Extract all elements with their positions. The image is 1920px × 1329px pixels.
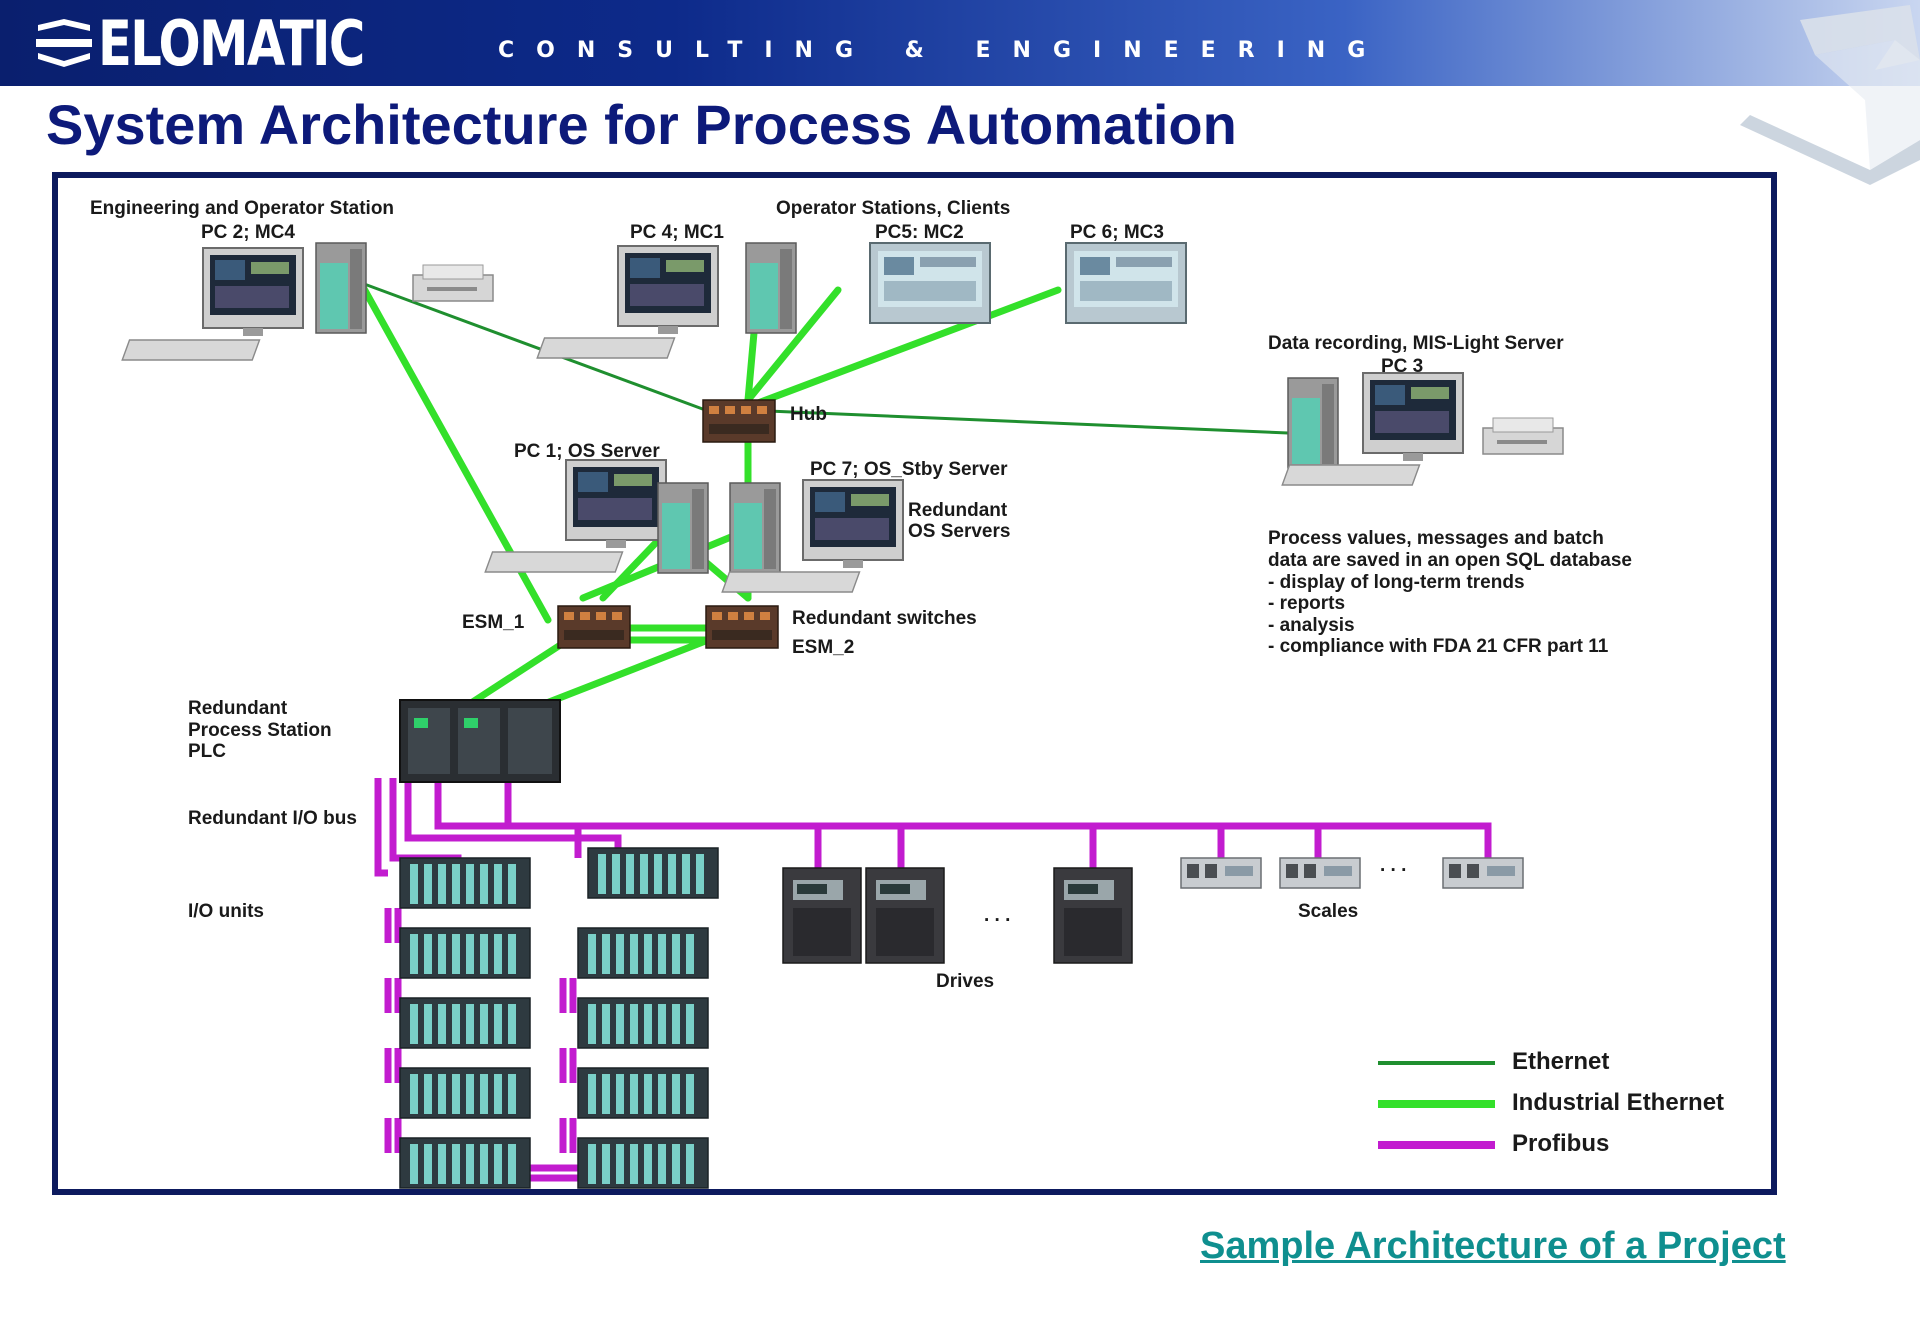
label-eng-station: Engineering and Operator Station (90, 198, 395, 219)
pc1-monitor (484, 459, 667, 573)
logo-text: ELOMATIC (98, 6, 365, 80)
pc2-monitor (121, 247, 304, 361)
label-scales: Scales (1298, 901, 1359, 922)
page-title: System Architecture for Process Automati… (46, 93, 1237, 156)
label-io-bus: Redundant I/O bus (188, 808, 357, 829)
pc1-tower (657, 482, 709, 574)
note-line: - reports (1268, 593, 1346, 614)
legend-label-profibus: Profibus (1512, 1130, 1610, 1157)
io-unit-left-2 (399, 927, 531, 979)
note-line: - compliance with FDA 21 CFR part 11 (1268, 636, 1609, 657)
note-line: - analysis (1268, 615, 1355, 636)
company-logo: ELOMATIC (30, 6, 430, 80)
label-ellipsis-drives: . . . (984, 905, 1011, 926)
label-pc1: PC 1; OS Server (514, 441, 660, 462)
io-unit-right-2 (577, 997, 709, 1049)
pc4-monitor (536, 245, 719, 359)
pc2-tower (315, 242, 367, 334)
label-ellipsis-scales: . . . (1380, 855, 1407, 876)
pc5-panel (869, 242, 991, 324)
ethernet-links (347, 276, 1289, 435)
io-unit-left-5 (399, 1137, 531, 1189)
label-io-units: I/O units (188, 901, 264, 922)
scale-1 (1180, 857, 1262, 889)
hub-switch (702, 399, 776, 443)
tagline: CONSULTING & ENGINEERING (498, 38, 1388, 63)
drive-3 (1053, 867, 1133, 964)
label-esm1: ESM_1 (462, 612, 525, 633)
label-plc-3: PLC (188, 741, 226, 762)
io-unit-top-right (587, 847, 719, 899)
note-line: Process values, messages and batch (1268, 528, 1604, 549)
io-unit-left-1 (399, 857, 531, 909)
header-banner: ELOMATIC CONSULTING & ENGINEERING (0, 0, 1920, 86)
pc4-tower (745, 242, 797, 334)
label-esm2: ESM_2 (792, 637, 855, 658)
scale-3 (1442, 857, 1524, 889)
sample-architecture-link[interactable]: Sample Architecture of a Project (1200, 1225, 1786, 1267)
io-unit-right-3 (577, 1067, 709, 1119)
label-redundant-switches: Redundant switches (792, 608, 977, 629)
esm1-switch (557, 605, 631, 649)
legend-label-industrial-ethernet: Industrial Ethernet (1512, 1089, 1725, 1116)
label-pc4: PC 4; MC1 (630, 222, 724, 243)
pc7-tower (729, 482, 781, 574)
io-unit-right-4 (577, 1137, 709, 1189)
network-diagram-svg (121, 242, 1564, 1189)
label-plc-2: Process Station (188, 720, 332, 741)
pc6-panel (1065, 242, 1187, 324)
label-pc2: PC 2; MC4 (201, 222, 295, 243)
label-pc3: PC 3 (1381, 356, 1424, 377)
label-pc7: PC 7; OS_Stby Server (810, 459, 1008, 480)
drive-1 (782, 867, 862, 964)
io-unit-left-4 (399, 1067, 531, 1119)
scale-2 (1279, 857, 1361, 889)
esm2-switch (705, 605, 779, 649)
label-pc6: PC 6; MC3 (1070, 222, 1164, 243)
io-unit-right-1 (577, 927, 709, 979)
label-pc5: PC5: MC2 (875, 222, 964, 243)
label-drives: Drives (936, 971, 995, 992)
drive-2 (865, 867, 945, 964)
pc2-printer (412, 264, 494, 302)
profibus-links (374, 778, 1492, 1182)
label-data-recording: Data recording, MIS-Light Server (1268, 333, 1564, 354)
plc-rack (399, 699, 561, 783)
label-hub: Hub (790, 404, 827, 425)
label-plc-1: Redundant (188, 698, 288, 719)
note-line: data are saved in an open SQL database (1268, 550, 1632, 571)
note-line: - display of long-term trends (1268, 572, 1525, 593)
pc3-printer (1482, 417, 1564, 455)
legend-label-ethernet: Ethernet (1512, 1048, 1610, 1075)
logo-emblem-icon (36, 19, 92, 67)
label-operator-clients: Operator Stations, Clients (776, 198, 1011, 219)
corner-cube-icon (1740, 5, 1920, 185)
pc3-tower (1287, 377, 1339, 469)
label-redundant-os-1: Redundant (908, 500, 1008, 521)
label-redundant-os-2: OS Servers (908, 521, 1011, 542)
architecture-diagram: Engineering and Operator Station PC 2; M… (52, 172, 1777, 1195)
io-unit-left-3 (399, 997, 531, 1049)
